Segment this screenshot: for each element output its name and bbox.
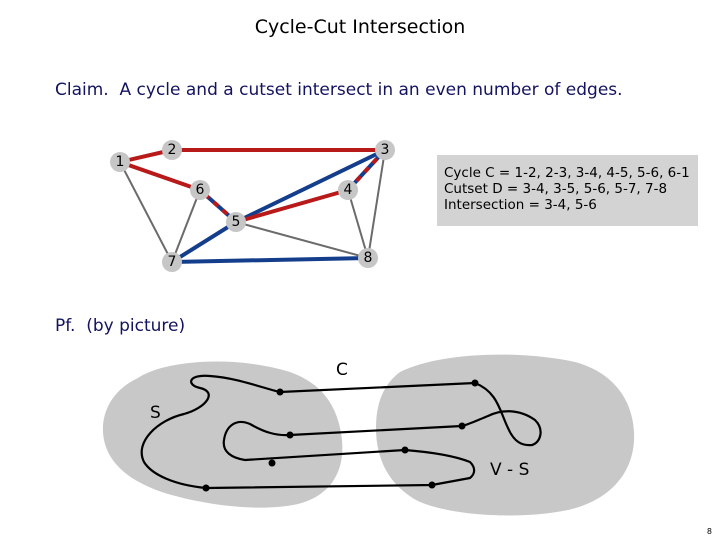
svg-text:6: 6	[196, 182, 205, 198]
proof-keyword: Pf.	[55, 316, 76, 336]
proof-text: (by picture)	[86, 316, 186, 336]
vertex-dot	[268, 459, 276, 467]
node-4: 4	[338, 180, 358, 200]
vertex-dot	[401, 446, 409, 454]
edge-3-4-red	[346, 148, 387, 192]
intersection-edges	[198, 148, 387, 224]
vertex-dot	[471, 379, 479, 387]
info-box: Cycle C = 1-2, 2-3, 3-4, 4-5, 5-6, 6-1 C…	[437, 155, 698, 226]
edge-3-5	[235, 148, 386, 224]
slide-title: Cycle-Cut Intersection	[254, 16, 466, 38]
vertex-dot	[202, 484, 210, 492]
svg-text:4: 4	[344, 182, 353, 198]
claim-text: A cycle and a cutset intersect in an eve…	[119, 80, 623, 100]
label-v-minus-s: V - S	[490, 460, 529, 480]
claim-statement: Claim. A cycle and a cutset intersect in…	[55, 80, 623, 100]
region-s	[102, 361, 343, 508]
svg-text:3: 3	[381, 142, 390, 158]
edge-4-5	[235, 188, 349, 224]
cutset-definition: Cutset D = 3-4, 3-5, 5-6, 5-7, 7-8	[444, 181, 668, 197]
page-number: 8	[706, 527, 712, 536]
node-1: 1	[110, 152, 130, 172]
edge-3-8	[367, 149, 386, 259]
plain-edges	[119, 149, 386, 263]
node-6: 6	[190, 180, 210, 200]
cycle-vertices	[202, 379, 479, 492]
svg-text:1: 1	[116, 154, 125, 170]
node-5: 5	[226, 212, 246, 232]
edge-7-8	[171, 256, 369, 264]
svg-text:8: 8	[364, 250, 373, 266]
proof-statement: Pf. (by picture)	[55, 316, 185, 336]
vertex-dot	[458, 422, 466, 430]
svg-text:5: 5	[232, 214, 241, 230]
node-7: 7	[162, 252, 182, 272]
intersection-definition: Intersection = 3-4, 5-6	[444, 197, 597, 213]
edge-5-7	[170, 220, 238, 264]
edge-6-1	[119, 160, 201, 192]
edge-1-7	[119, 161, 173, 263]
svg-text:7: 7	[168, 254, 177, 270]
edge-4-8	[347, 189, 369, 259]
svg-text:2: 2	[168, 142, 177, 158]
cycle-definition: Cycle C = 1-2, 2-3, 3-4, 4-5, 5-6, 6-1	[444, 165, 690, 181]
claim-keyword: Claim.	[55, 80, 109, 100]
node-8: 8	[358, 248, 378, 268]
vertex-dot	[276, 388, 284, 396]
node-3: 3	[375, 140, 395, 160]
vertex-dot	[428, 481, 436, 489]
edge-5-8	[235, 221, 369, 259]
label-s: S	[150, 403, 161, 423]
vertex-dot	[286, 431, 294, 439]
edge-6-7	[171, 189, 201, 263]
cut-picture: C S V - S	[102, 354, 635, 516]
label-c: C	[336, 360, 348, 380]
graph: 1 2 3 4 5 6 7 8	[110, 140, 395, 272]
node-2: 2	[162, 140, 182, 160]
cycle-c	[140, 374, 542, 490]
cutset-edges	[170, 148, 386, 264]
region-v-minus-s	[376, 354, 635, 516]
